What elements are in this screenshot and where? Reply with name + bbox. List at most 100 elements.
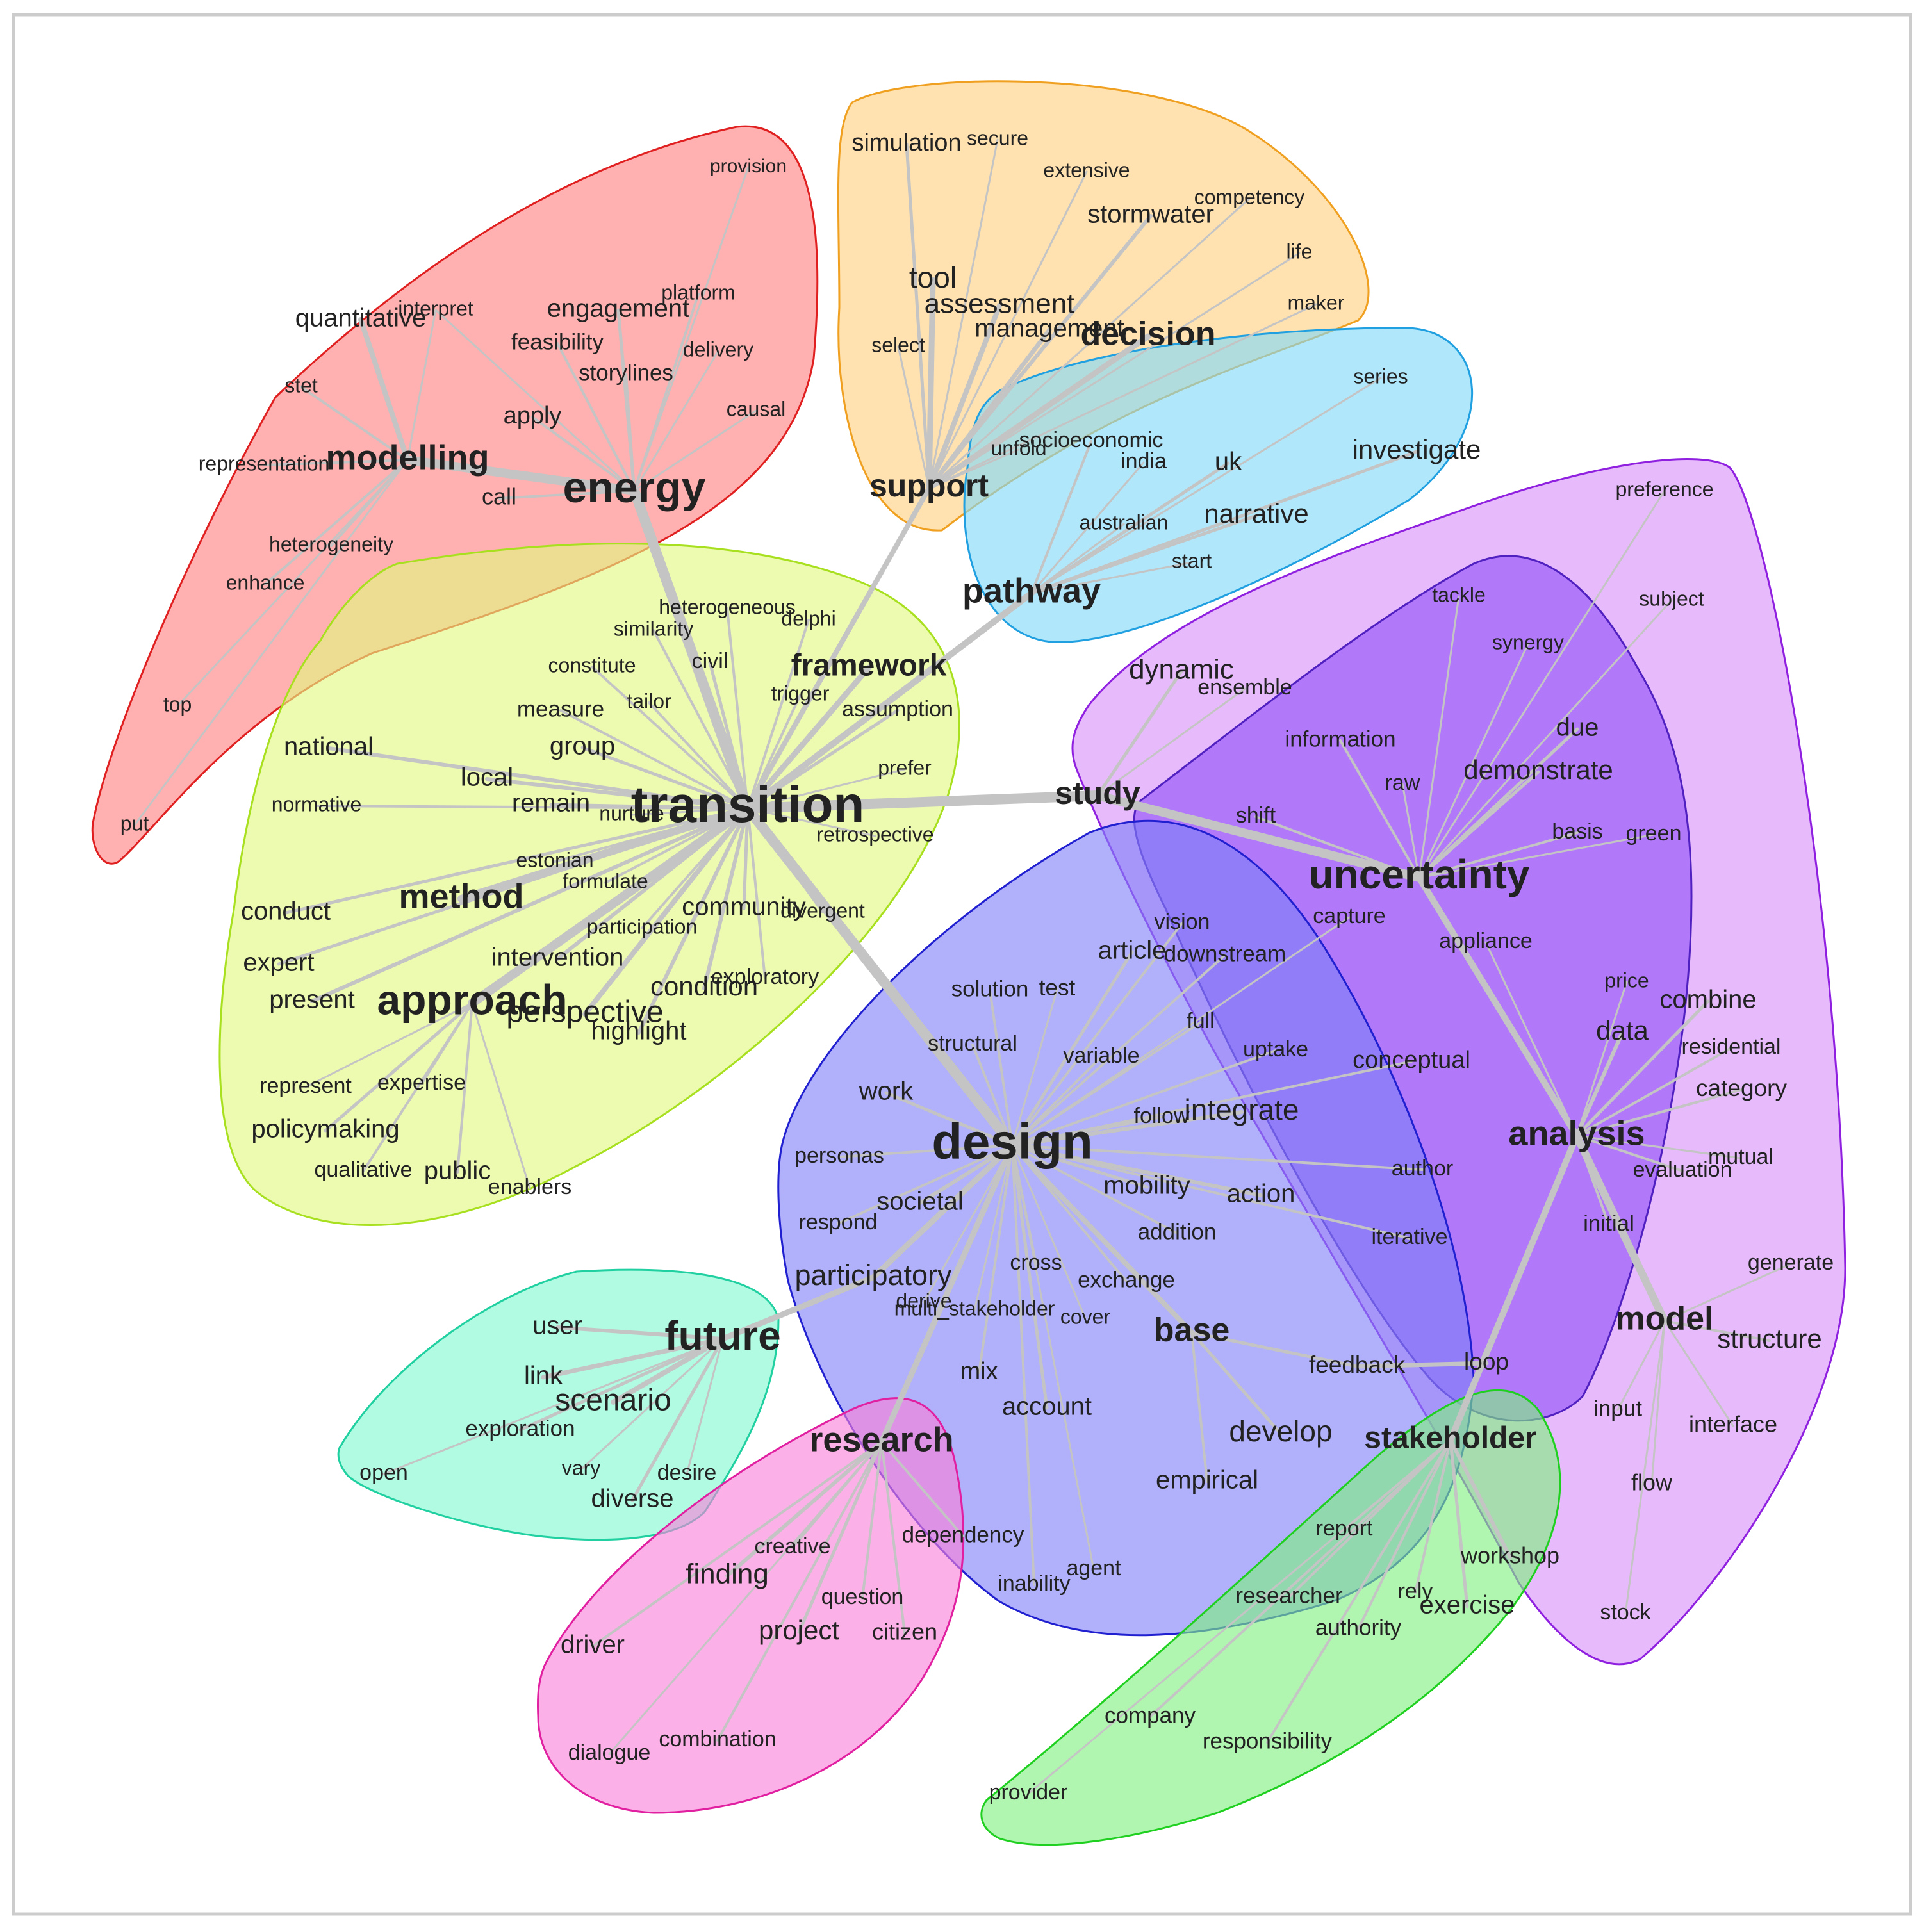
link-energy-interpret xyxy=(434,309,636,492)
word-label-mutual: mutual xyxy=(1708,1145,1773,1169)
word-label-maker: maker xyxy=(1288,291,1345,314)
word-label-exploratory: exploratory xyxy=(711,965,819,989)
link-energy-provision xyxy=(633,166,750,492)
word-label-basis: basis xyxy=(1552,819,1602,844)
word-label-addition: addition xyxy=(1138,1219,1217,1244)
link-model-flow xyxy=(1650,1320,1666,1486)
link-transition-retrospective xyxy=(746,807,876,837)
word-label-interpret: interpret xyxy=(398,297,473,320)
link-research-question xyxy=(861,1441,883,1600)
link-participatory-future xyxy=(719,1274,876,1342)
link-approach-represent xyxy=(304,1002,473,1088)
link-design-article xyxy=(1010,950,1134,1147)
word-label-put: put xyxy=(120,812,149,835)
word-label-iterative: iterative xyxy=(1371,1225,1447,1249)
word-label-base: base xyxy=(1154,1312,1230,1349)
word-label-estonian: estonian xyxy=(516,848,594,871)
word-label-expertise: expertise xyxy=(377,1070,466,1095)
link-design-mix xyxy=(978,1144,1014,1374)
word-label-representation: representation xyxy=(199,452,330,475)
word-label-delivery: delivery xyxy=(683,338,753,361)
word-label-community: community xyxy=(682,893,805,921)
word-label-secure: secure xyxy=(967,126,1028,149)
word-label-india: india xyxy=(1121,449,1167,473)
word-label-desire: desire xyxy=(657,1461,717,1485)
word-label-assumption: assumption xyxy=(842,697,953,721)
link-stakeholder-exercise xyxy=(1449,1438,1469,1609)
word-label-personas: personas xyxy=(794,1143,884,1168)
link-transition-constitute xyxy=(591,666,749,810)
word-label-similarity: similarity xyxy=(614,617,693,640)
link-transition-tailor xyxy=(648,701,749,810)
word-label-heterogeneity: heterogeneity xyxy=(269,532,393,555)
word-label-capture: capture xyxy=(1313,904,1385,928)
word-label-residential: residential xyxy=(1682,1035,1781,1059)
word-label-follow: follow xyxy=(1134,1104,1190,1128)
word-label-local: local xyxy=(461,764,513,792)
word-label-apply: apply xyxy=(504,402,562,429)
cluster-hull-pathway xyxy=(963,327,1473,643)
link-stakeholder-workshop xyxy=(1449,1438,1512,1559)
word-label-action: action xyxy=(1227,1180,1295,1208)
word-label-user: user xyxy=(532,1312,582,1340)
link-analysis-price xyxy=(1575,981,1628,1137)
link-modelling-interpret xyxy=(406,309,437,461)
word-label-agent: agent xyxy=(1066,1556,1121,1580)
link-design-iterative xyxy=(1011,1144,1411,1240)
word-label-present: present xyxy=(269,986,354,1014)
link-model-structure xyxy=(1663,1320,1771,1342)
link-transition-study xyxy=(743,790,1103,814)
link-design-author xyxy=(1011,1144,1424,1171)
word-label-tackle: tackle xyxy=(1432,583,1486,606)
link-study-uncertainty xyxy=(1093,791,1424,882)
word-label-provision: provision xyxy=(710,156,787,177)
link-transition-prefer xyxy=(746,768,906,810)
word-label-mix: mix xyxy=(960,1358,998,1385)
link-design-solution xyxy=(989,989,1014,1147)
link-support-simulation xyxy=(905,142,931,490)
word-label-demonstrate: demonstrate xyxy=(1463,755,1613,785)
word-label-uk: uk xyxy=(1215,448,1242,476)
link-transition-present xyxy=(310,806,750,1003)
word-label-project: project xyxy=(759,1615,839,1645)
word-label-prefer: prefer xyxy=(878,756,932,779)
word-label-feasibility: feasibility xyxy=(511,329,604,354)
word-label-nurture: nurture xyxy=(599,801,664,824)
link-transition-community xyxy=(742,806,750,910)
link-transition-national xyxy=(327,746,750,810)
cluster-hulls xyxy=(91,80,1846,1846)
word-label-conceptual: conceptual xyxy=(1353,1047,1470,1074)
link-analysis-evaluation xyxy=(1575,1134,1684,1172)
word-label-downstream: downstream xyxy=(1164,941,1287,966)
link-uncertainty-preference xyxy=(1418,489,1666,879)
word-label-framework: framework xyxy=(791,649,947,683)
word-label-information: information xyxy=(1285,726,1395,751)
word-label-subject: subject xyxy=(1639,587,1704,610)
word-label-study: study xyxy=(1055,775,1140,811)
link-energy-causal xyxy=(633,409,757,492)
link-design-integrate xyxy=(1010,1110,1244,1147)
link-pathway-transition xyxy=(744,590,1035,812)
word-label-australian: australian xyxy=(1080,511,1169,534)
link-pathway-australian xyxy=(1030,523,1125,594)
link-support-maker xyxy=(928,303,1317,489)
link-transition-framework xyxy=(744,664,872,812)
word-label-preference: preference xyxy=(1616,477,1714,500)
word-label-intervention: intervention xyxy=(491,944,624,972)
word-label-work: work xyxy=(859,1077,914,1106)
link-energy-call xyxy=(498,489,636,500)
word-label-unfold: unfold xyxy=(991,436,1046,459)
word-label-initial: initial xyxy=(1583,1211,1634,1236)
word-label-appliance: appliance xyxy=(1439,929,1533,953)
link-analysis-stakeholder xyxy=(1447,1133,1580,1443)
link-uncertainty-information xyxy=(1339,739,1420,879)
link-modelling-quantitative xyxy=(358,317,410,463)
link-design-action xyxy=(1010,1143,1263,1197)
link-design-full xyxy=(1011,1021,1202,1147)
link-uncertainty-analysis xyxy=(1416,874,1580,1139)
link-transition-delphi xyxy=(746,619,810,810)
word-label-feedback: feedback xyxy=(1309,1352,1406,1378)
word-label-expert: expert xyxy=(243,949,314,977)
word-label-exercise: exercise xyxy=(1420,1591,1515,1619)
link-approach-public xyxy=(456,1002,473,1174)
